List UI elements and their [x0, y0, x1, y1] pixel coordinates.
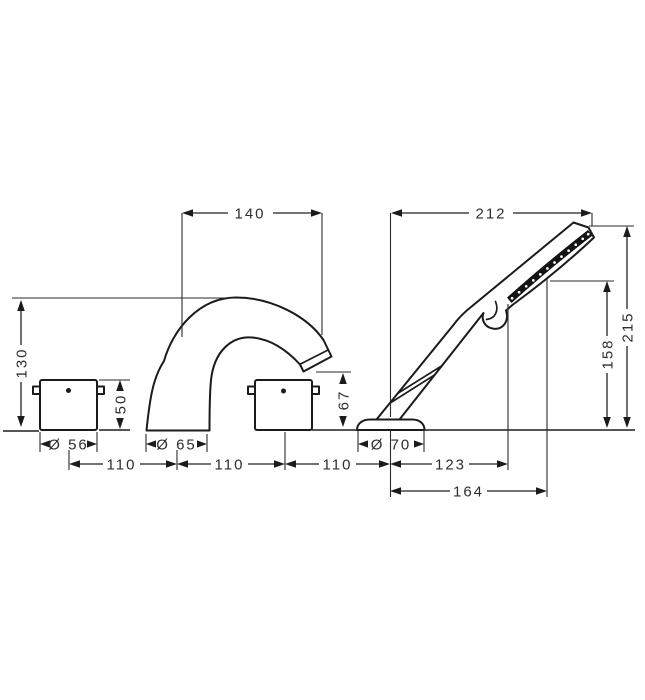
left-handle-pin — [66, 388, 71, 393]
dimension-arrows — [17, 209, 631, 495]
tub-spout — [145, 296, 333, 432]
dim-spout-reach: 140 — [234, 205, 265, 222]
handshower-grip-ring-lines — [390, 365, 443, 404]
dim-spacing-2: 110 — [215, 456, 245, 473]
dim-spacing-3: 110 — [323, 456, 353, 473]
dim-handshower-base-diameter: Ø 70 — [371, 436, 412, 453]
dim-handshower-height: 215 — [619, 311, 636, 342]
left-valve-handle — [32, 379, 105, 431]
dim-handshower-head-offset: 164 — [453, 483, 484, 500]
dim-spacing-1: 110 — [107, 456, 137, 473]
handshower — [356, 221, 595, 431]
dimension-lines — [20, 212, 628, 492]
dim-spout-height: 130 — [13, 347, 30, 378]
right-handle-pin — [281, 388, 286, 394]
dim-spout-base-diameter: Ø 65 — [156, 436, 197, 453]
handshower-base-flange — [356, 418, 426, 431]
handshower-spray-face — [507, 230, 593, 303]
right-handle-nub-left — [247, 385, 256, 395]
dimension-labels: 140 212 130 50 67 158 215 Ø 56 Ø 65 Ø 70… — [13, 205, 636, 500]
left-handle-nub-right — [96, 385, 105, 395]
right-handle-body — [254, 379, 313, 431]
dim-handshower-hook-offset: 123 — [435, 456, 466, 473]
handshower-hook-line — [485, 300, 498, 321]
left-handle-body — [39, 379, 98, 431]
dim-handshower-hook-height: 158 — [599, 338, 616, 369]
dim-handle-height: 50 — [112, 394, 129, 415]
deck-lines — [3, 429, 635, 432]
spray-nozzle-dots — [510, 232, 590, 300]
spout-outlet-rim-line — [299, 349, 329, 365]
dim-handshower-reach: 212 — [475, 205, 506, 222]
right-valve-handle — [247, 379, 320, 431]
dim-spout-outlet-height: 67 — [335, 390, 352, 411]
spout-body — [145, 296, 333, 432]
right-handle-nub-right — [311, 385, 320, 395]
dim-handle-diameter: Ø 56 — [48, 436, 89, 453]
left-handle-nub-left — [32, 385, 41, 395]
